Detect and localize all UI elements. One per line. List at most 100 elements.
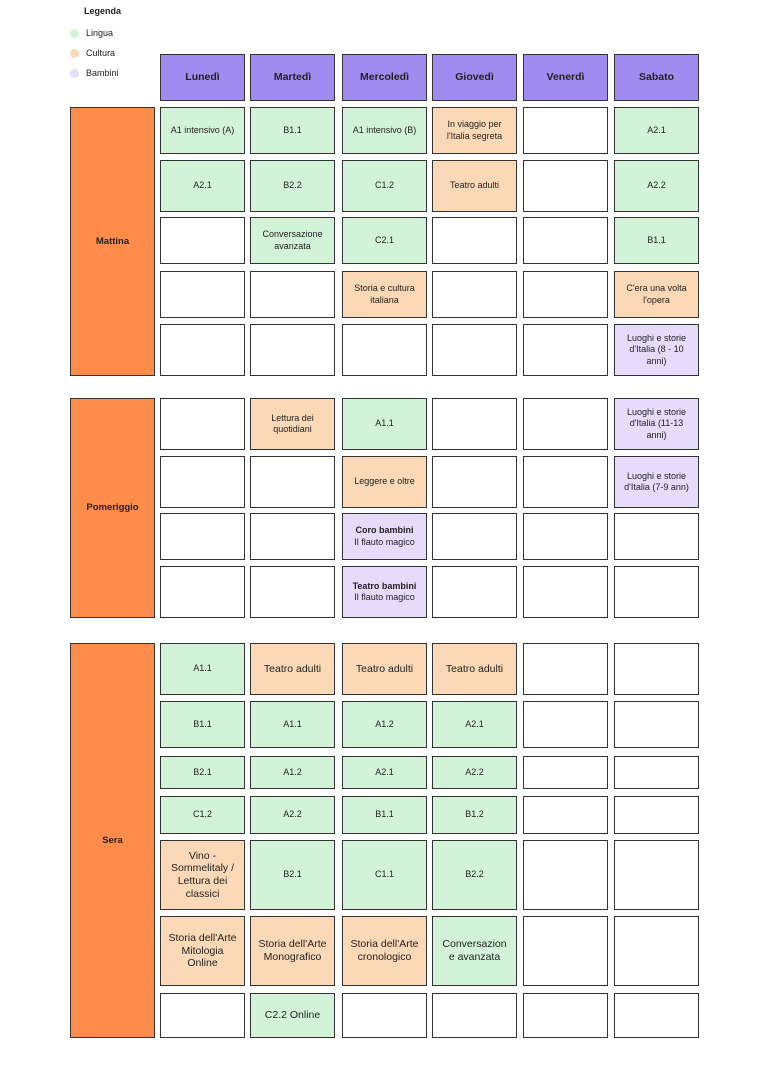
empty-cell bbox=[614, 993, 699, 1038]
legend-label: Bambini bbox=[86, 68, 119, 78]
empty-cell bbox=[523, 398, 608, 450]
cell-text: A1.2 bbox=[375, 718, 394, 729]
schedule-cell: A1.2 bbox=[250, 756, 335, 789]
cell-text: B1.1 bbox=[193, 718, 212, 729]
empty-cell bbox=[523, 701, 608, 748]
cell-text: B1.2 bbox=[465, 809, 484, 820]
empty-cell bbox=[160, 271, 245, 318]
schedule-cell: A1 intensivo (A) bbox=[160, 107, 245, 154]
schedule-cell: A1.1 bbox=[250, 701, 335, 748]
empty-cell bbox=[614, 796, 699, 834]
empty-cell bbox=[614, 916, 699, 986]
empty-cell bbox=[523, 513, 608, 560]
empty-cell bbox=[160, 217, 245, 264]
empty-cell bbox=[160, 456, 245, 508]
empty-cell bbox=[160, 566, 245, 618]
legend-dot-bambini bbox=[70, 68, 79, 78]
empty-cell bbox=[523, 456, 608, 508]
schedule-cell: A1.1 bbox=[160, 643, 245, 695]
cell-text: Storia dell'Arte Monografico bbox=[258, 938, 327, 963]
schedule-cell: Vino - Sommelitaly / Lettura dei classic… bbox=[160, 840, 245, 910]
empty-cell bbox=[614, 701, 699, 748]
schedule-cell: Conversazione avanzata bbox=[250, 217, 335, 264]
cell-text: A1 intensivo (A) bbox=[170, 124, 235, 135]
empty-cell bbox=[432, 398, 517, 450]
schedule-cell: Luoghi e storie d'Italia (11-13 anni) bbox=[614, 398, 699, 450]
cell-text: Il flauto magico bbox=[354, 592, 415, 602]
schedule-cell: C2.2 Online bbox=[250, 993, 335, 1038]
empty-cell bbox=[250, 566, 335, 618]
empty-cell bbox=[523, 796, 608, 834]
legend-item-lingua: Lingua bbox=[70, 23, 121, 43]
schedule-cell: C1.2 bbox=[160, 796, 245, 834]
cell-text: Leggere e oltre bbox=[354, 476, 415, 487]
schedule-cell: Luoghi e storie d'Italia (8 - 10 anni) bbox=[614, 324, 699, 376]
cell-text: A2.1 bbox=[647, 124, 666, 135]
schedule-cell: B1.1 bbox=[342, 796, 427, 834]
empty-cell bbox=[432, 993, 517, 1038]
schedule-cell: B2.2 bbox=[432, 840, 517, 910]
empty-cell bbox=[432, 271, 517, 318]
cell-text: In viaggio per l'Italia segreta bbox=[446, 119, 503, 141]
schedule-cell: Leggere e oltre bbox=[342, 456, 427, 508]
schedule-cell: Storia dell'Arte Mitologia Online bbox=[160, 916, 245, 986]
empty-cell bbox=[614, 513, 699, 560]
schedule-cell: Storia e cultura italiana bbox=[342, 271, 427, 318]
schedule-cell: A2.2 bbox=[432, 756, 517, 789]
empty-cell bbox=[432, 513, 517, 560]
schedule-cell: Teatro adulti bbox=[342, 643, 427, 695]
schedule-cell: Luoghi e storie d'Italia (7-9 ann) bbox=[614, 456, 699, 508]
cell-text: A1 intensivo (B) bbox=[352, 124, 417, 135]
cell-text: Luoghi e storie d'Italia (11-13 anni) bbox=[626, 407, 687, 440]
day-header: Sabato bbox=[614, 54, 699, 101]
cell-text: Luoghi e storie d'Italia (8 - 10 anni) bbox=[626, 333, 687, 366]
cell-text: A1.1 bbox=[283, 718, 302, 729]
empty-cell bbox=[523, 916, 608, 986]
schedule-cell: A2.2 bbox=[614, 160, 699, 212]
day-header: Giovedì bbox=[432, 54, 517, 101]
schedule-cell: C2.1 bbox=[342, 217, 427, 264]
cell-heading: Teatro bambini bbox=[352, 580, 417, 591]
cell-text: C1.2 bbox=[374, 180, 394, 191]
empty-cell bbox=[432, 456, 517, 508]
cell-text: A2.1 bbox=[193, 180, 212, 191]
empty-cell bbox=[523, 993, 608, 1038]
cell-text: B2.2 bbox=[283, 180, 302, 191]
cell-text: A2.2 bbox=[647, 180, 666, 191]
empty-cell bbox=[523, 566, 608, 618]
schedule-cell: A2.1 bbox=[614, 107, 699, 154]
cell-text: A1.1 bbox=[193, 663, 212, 674]
schedule-cell: A2.2 bbox=[250, 796, 335, 834]
cell-text: Storia dell'Arte Mitologia Online bbox=[168, 932, 237, 970]
legend-item-bambini: Bambini bbox=[70, 63, 121, 83]
empty-cell bbox=[250, 324, 335, 376]
schedule-cell: Teatro adulti bbox=[432, 160, 517, 212]
period-label-pomeriggio: Pomeriggio bbox=[70, 398, 155, 618]
legend-dot-cultura bbox=[70, 48, 79, 58]
cell-text: A1.2 bbox=[283, 766, 302, 777]
cell-text: Teatro adulti bbox=[263, 662, 322, 675]
cell-text: C'era una volta l'opera bbox=[626, 283, 687, 305]
empty-cell bbox=[614, 756, 699, 789]
period-label-sera: Sera bbox=[70, 643, 155, 1038]
empty-cell bbox=[523, 324, 608, 376]
cell-text: C1.2 bbox=[192, 809, 212, 820]
cell-text: Conversazion e avanzata bbox=[442, 938, 507, 963]
cell-text: A2.2 bbox=[465, 766, 484, 777]
cell-text: B2.1 bbox=[193, 766, 212, 777]
empty-cell bbox=[523, 840, 608, 910]
empty-cell bbox=[614, 566, 699, 618]
schedule-cell: A2.1 bbox=[342, 756, 427, 789]
empty-cell bbox=[432, 566, 517, 618]
cell-text: Luoghi e storie d'Italia (7-9 ann) bbox=[624, 470, 689, 492]
cell-text: Lettura dei quotidiani bbox=[271, 412, 314, 434]
cell-text: Conversazione avanzata bbox=[262, 229, 323, 251]
schedule-cell: B2.1 bbox=[250, 840, 335, 910]
schedule-cell: C1.2 bbox=[342, 160, 427, 212]
legend-dot-lingua bbox=[70, 28, 79, 38]
empty-cell bbox=[523, 217, 608, 264]
schedule-cell: B1.1 bbox=[160, 701, 245, 748]
cell-text: Storia e cultura italiana bbox=[354, 283, 415, 305]
